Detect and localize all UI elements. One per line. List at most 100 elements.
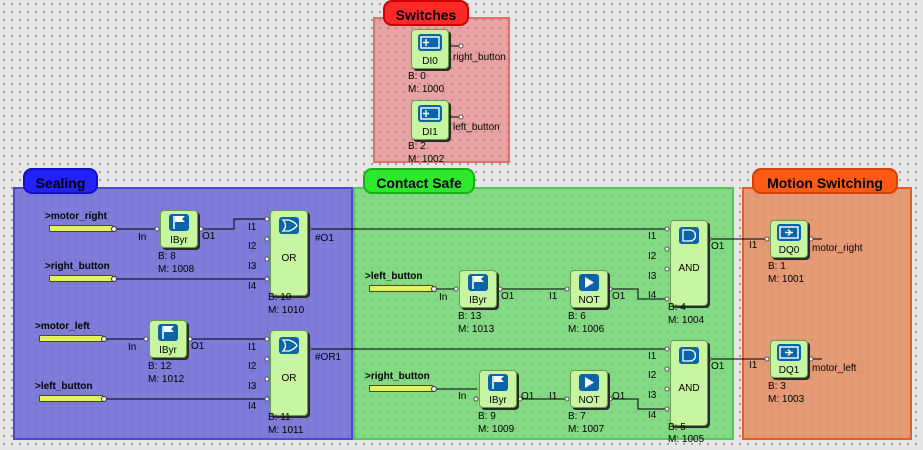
left-button-cs-input-label: >left_button [365,271,423,282]
di1-output-tag: left_button [453,122,500,133]
digital-input-icon [418,105,442,122]
and5-out-label: O1 [711,361,725,372]
ibyr9-label: IByr [489,395,507,406]
left-button-seal-input-label: >left_button [35,381,93,392]
and5-b: B: 5 [668,422,686,433]
ibyr12-block[interactable]: IByr [149,320,187,358]
and5-i1: I1 [648,351,657,362]
ibyr13-m: M: 1013 [458,324,495,335]
switches-group-title[interactable]: Switches [383,0,469,26]
and5-i4: I4 [648,410,657,421]
or10-block[interactable]: OR [270,210,308,296]
and4-out-label: O1 [711,241,725,252]
and5-i3: I3 [648,390,657,401]
not7-out-label: O1 [612,391,626,402]
and-gate-icon [679,227,699,244]
right-button-cs-input[interactable] [369,385,437,392]
dq0-label: DQ0 [778,245,800,256]
left-button-cs-input[interactable] [369,285,437,292]
or10-i1: I1 [248,222,257,233]
dq1-b: B: 3 [768,381,786,392]
or10-i4: I4 [248,281,257,292]
motion-switching-group-title[interactable]: Motion Switching [752,168,898,194]
ibyr13-label: IByr [469,295,487,306]
ibyr13-block[interactable]: IByr [459,270,497,308]
not6-in-label: I1 [549,291,558,302]
and5-label: AND [678,383,700,394]
not7-m: M: 1007 [568,424,605,435]
flag-b-icon [468,274,488,291]
ibyr13-out-label: O1 [501,291,515,302]
and4-i3: I3 [648,271,657,282]
ibyr12-b: B: 12 [148,361,172,372]
di0-block[interactable]: DI0 [411,29,449,69]
not7-b: B: 7 [568,411,586,422]
ibyr12-m: M: 1012 [148,374,185,385]
ibyr9-m: M: 1009 [478,424,515,435]
and4-label: AND [678,263,700,274]
right-button-cs-input-label: >right_button [365,371,430,382]
and4-i1: I1 [648,231,657,242]
dq0-block[interactable]: DQ0 [770,220,808,258]
di1-m: M: 1002 [408,154,445,165]
and4-b: B: 4 [668,302,686,313]
sealing-group-title[interactable]: Sealing [23,168,98,194]
or11-m: M: 1011 [268,425,304,436]
dq1-m: M: 1003 [768,394,805,405]
di0-label: DI0 [422,56,438,67]
ibyr12-in-label: In [128,342,137,353]
ibyr8-b: B: 8 [158,251,176,262]
motor-right-input[interactable] [49,225,117,232]
right-button-seal-input-label: >right_button [45,261,110,272]
di1-b: B: 2 [408,141,426,152]
dq0-in-label: I1 [749,240,758,251]
not7-block[interactable]: NOT [570,370,608,408]
wire-ibyr8-to-or10 [200,218,268,230]
ibyr8-in-label: In [138,232,147,243]
ibyr8-label: IByr [170,235,188,246]
not6-label: NOT [578,295,600,306]
and5-block[interactable]: AND [670,340,708,426]
flag-b-icon [158,324,178,341]
or10-b: B: 10 [268,292,292,303]
ibyr8-block[interactable]: IByr [160,210,198,248]
ibyr9-b: B: 9 [478,411,496,422]
or-gate-icon [279,337,299,354]
motor-left-input-label: >motor_left [35,321,90,332]
motor-left-input[interactable] [39,335,107,342]
dq1-block[interactable]: DQ1 [770,340,808,378]
digital-output-icon [777,344,801,361]
and4-m: M: 1004 [668,315,705,326]
ibyr9-in-label: In [458,391,467,402]
digital-input-icon [418,34,442,51]
wire-not7-to-and5 [609,398,668,410]
and-gate-icon [679,347,699,364]
not6-block[interactable]: NOT [570,270,608,308]
ibyr8-out-label: O1 [202,231,216,242]
dq1-in-label: I1 [749,360,758,371]
di1-label: DI1 [422,127,438,138]
or11-b: B: 11 [268,412,291,423]
di1-block[interactable]: DI1 [411,100,449,140]
or11-block[interactable]: OR [270,330,308,416]
ibyr8-m: M: 1008 [158,264,195,275]
or10-m: M: 1010 [268,305,305,316]
or11-i4: I4 [248,401,257,412]
di0-b: B: 0 [408,71,426,82]
flag-b-icon [169,214,189,231]
left-button-seal-input[interactable] [39,395,107,402]
contact-safe-group-title[interactable]: Contact Safe [363,168,475,194]
not7-label: NOT [578,395,600,406]
and4-block[interactable]: AND [670,220,708,306]
dq0-b: B: 1 [768,261,786,272]
not-gate-icon [579,374,599,391]
not6-m: M: 1006 [568,324,605,335]
or11-out-label: #OR1 [315,352,342,363]
right-button-seal-input[interactable] [49,275,117,282]
ibyr9-block[interactable]: IByr [479,370,517,408]
or10-i2: I2 [248,241,257,252]
or10-i3: I3 [248,261,257,272]
ibyr12-label: IByr [159,345,177,356]
or11-i3: I3 [248,381,257,392]
